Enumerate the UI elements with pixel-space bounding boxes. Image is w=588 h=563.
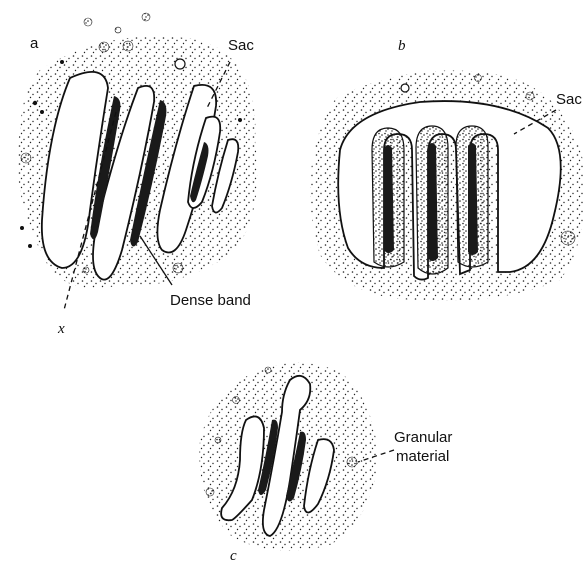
panel-a-letter: a <box>30 35 39 52</box>
panel-a-x-label: x <box>57 321 65 337</box>
dense-band-label: Dense band <box>170 292 251 309</box>
panel-a-vesicle <box>175 59 185 69</box>
granular-label-line2: material <box>396 448 449 465</box>
panel-b-letter: b <box>398 38 406 54</box>
panel-c: c Granular material <box>199 363 452 563</box>
panel-b-sac-label: Sac <box>556 91 582 108</box>
panel-a: x a Sac Dense band <box>18 13 258 337</box>
panel-b-vesicle <box>401 84 409 92</box>
panel-a-sac-label: Sac <box>228 37 254 54</box>
panel-c-letter: c <box>230 548 237 563</box>
panel-b: b Sac <box>310 38 585 301</box>
granular-label-line1: Granular <box>394 429 452 446</box>
